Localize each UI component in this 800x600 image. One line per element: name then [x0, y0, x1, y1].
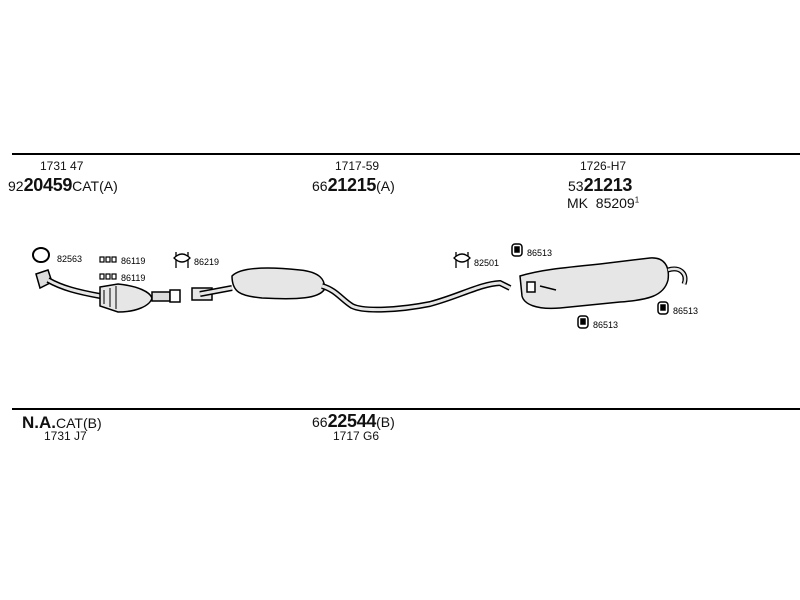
front-part-bold: 20459 — [23, 175, 73, 195]
ring-seal-callout: 82563 — [57, 254, 82, 264]
kit-number: 85209 — [595, 195, 635, 211]
hanger-top-callout: 86513 — [527, 248, 552, 258]
middle-part-bold: 21215 — [327, 175, 377, 195]
middle-section-code: 1717-59 — [335, 159, 380, 173]
top-divider-line — [12, 153, 800, 155]
hanger-bottom-icon — [577, 315, 589, 329]
bolt-set-2-callout: 86119 — [121, 273, 145, 283]
hanger-top-icon — [511, 243, 523, 257]
ring-seal-icon — [32, 247, 50, 263]
bolt-set-2-icon — [99, 273, 117, 280]
kit-prefix: MK — [567, 195, 588, 211]
middle-b-suffix: (B) — [376, 414, 395, 430]
variant-b-bold: N.A. — [22, 413, 56, 432]
front-variant-b-code: 1731 J7 — [44, 429, 87, 443]
hanger-bottom-callout: 86513 — [593, 320, 618, 330]
bottom-divider-line — [12, 408, 800, 410]
rear-clamp-callout: 82501 — [474, 258, 499, 268]
middle-part-prefix: 66 — [312, 178, 328, 194]
middle-variant-b-part-number: 6622544(B) — [312, 412, 395, 430]
rear-silencer-icon — [519, 257, 688, 310]
rear-part-bold: 21213 — [583, 175, 633, 195]
center-silencer-icon — [191, 267, 512, 313]
front-clamp-icon — [173, 252, 191, 268]
catalytic-converter-icon — [35, 269, 181, 313]
front-part-suffix: CAT(A) — [72, 178, 118, 194]
bolt-set-1-callout: 86119 — [121, 256, 145, 266]
middle-section-part-number: 6621215(A) — [312, 176, 395, 194]
front-variant-b-part-number: N.A.CAT(B) — [22, 414, 102, 431]
hanger-right-icon — [657, 301, 669, 315]
hanger-right-callout: 86513 — [673, 306, 698, 316]
rear-clamp-icon — [453, 252, 471, 268]
mounting-kit-label: MK 852091 — [567, 196, 639, 210]
front-part-prefix: 92 — [8, 178, 24, 194]
rear-section-part-number: 5321213 — [568, 176, 632, 194]
middle-b-prefix: 66 — [312, 414, 328, 430]
front-section-part-number: 9220459CAT(A) — [8, 176, 118, 194]
front-section-code: 1731 47 — [40, 159, 84, 173]
variant-b-suffix: CAT(B) — [56, 415, 102, 431]
middle-part-suffix: (A) — [376, 178, 395, 194]
middle-variant-b-code: 1717 G6 — [333, 429, 380, 443]
middle-b-bold: 22544 — [327, 411, 377, 431]
front-clamp-callout: 86219 — [194, 257, 219, 267]
kit-superscript: 1 — [634, 195, 640, 205]
rear-section-code: 1726-H7 — [580, 159, 627, 173]
bolt-set-1-icon — [99, 256, 117, 263]
rear-part-prefix: 53 — [568, 178, 584, 194]
